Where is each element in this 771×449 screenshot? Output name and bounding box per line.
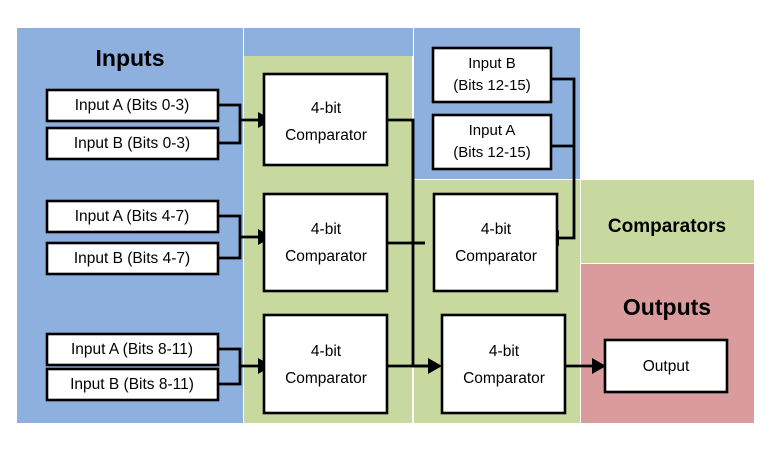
comparator-box-rect[interactable] [440,313,567,415]
input-box-in-b-12-15[interactable]: Input B (Bits 12-15) [431,46,553,104]
comparator-box-label-line2: Comparator [285,127,367,144]
panel-label-outputs: Outputs [623,294,711,320]
input-box-label-line2: (Bits 12-15) [453,144,531,161]
comparator-box-cmp-top-left[interactable]: 4-bit Comparator [262,72,389,167]
comparator-box-label-line1: 4-bit [311,343,342,360]
output-box-label: Output [643,358,690,375]
panel-comparators-legend [581,180,754,263]
comparator-box-label-line2: Comparator [285,248,367,265]
input-box-label: Input B (Bits 8-11) [70,376,194,393]
panel-label-comparators: Comparators [608,216,726,237]
input-box-rect[interactable] [45,199,220,234]
input-box-label-line1: Input B [468,55,516,72]
comparator-box-rect[interactable] [262,313,389,415]
comparator-box-rect[interactable] [262,192,389,293]
wire-in-b-4-7 [218,237,242,260]
comparator-box-label-line1: 4-bit [311,100,342,117]
comparator-box-cmp-bottom-left[interactable]: 4-bit Comparator [262,313,389,415]
input-box-rect[interactable] [45,367,220,402]
comparator-box-cmp-mid-right[interactable]: 4-bit Comparator [432,192,559,293]
input-box-label-line2: (Bits 12-15) [453,77,531,94]
input-box-rect[interactable] [45,126,220,161]
wire-in-a-8-11 [218,347,258,368]
input-box-rect[interactable] [431,113,553,171]
comparator-box-label-line2: Comparator [455,248,537,265]
arrowhead-output [592,358,606,374]
output-box-out-result[interactable]: Output [603,338,729,394]
input-box-in-b-8-11[interactable]: Input B (Bits 8-11) [45,367,220,402]
input-box-in-a-4-7[interactable]: Input A (Bits 4-7) [45,199,220,234]
comparator-box-label-line1: 4-bit [311,221,342,238]
panel-label-inputs: Inputs [96,45,165,71]
wire-in-a-4-7 [218,214,258,239]
comparator-box-rect[interactable] [262,72,389,167]
input-box-label: Input B (Bits 0-3) [74,135,190,152]
comparator-box-cmp-mid-left[interactable]: 4-bit Comparator [262,192,389,293]
input-box-label: Input A (Bits 8-11) [71,341,193,358]
wiring-group [218,77,606,386]
wire-in-b-0-3 [218,120,242,145]
input-box-in-a-0-3[interactable]: Input A (Bits 0-3) [45,88,220,123]
input-box-label: Input B (Bits 4-7) [74,250,190,267]
comparator-box-label-line1: 4-bit [481,221,512,238]
comparator-box-label-line2: Comparator [463,370,545,387]
comparator-box-label-line1: 4-bit [489,343,520,360]
input-box-label-line1: Input A [469,122,516,139]
input-box-in-a-8-11[interactable]: Input A (Bits 8-11) [45,332,220,367]
input-box-label: Input A (Bits 4-7) [75,208,190,225]
input-box-rect[interactable] [45,332,220,367]
arrowhead-cmp-bottom-right-input [428,358,442,374]
input-box-rect[interactable] [45,88,220,123]
input-box-rect[interactable] [45,241,220,276]
comparator-box-label-line2: Comparator [285,370,367,387]
input-box-in-a-12-15[interactable]: Input A (Bits 12-15) [431,113,553,171]
input-box-rect[interactable] [431,46,553,104]
panel-inputs-top-mid [244,28,413,56]
input-box-label: Input A (Bits 0-3) [75,97,190,114]
output-box-rect[interactable] [603,338,729,394]
wire-in-b-12-15 [551,77,576,240]
wire-in-a-0-3 [218,103,258,122]
wire-in-b-8-11 [218,366,242,386]
comparator-box-rect[interactable] [432,192,559,293]
input-box-in-b-0-3[interactable]: Input B (Bits 0-3) [45,126,220,161]
input-box-in-b-4-7[interactable]: Input B (Bits 4-7) [45,241,220,276]
comparator-box-cmp-bottom-right[interactable]: 4-bit Comparator [440,313,567,415]
